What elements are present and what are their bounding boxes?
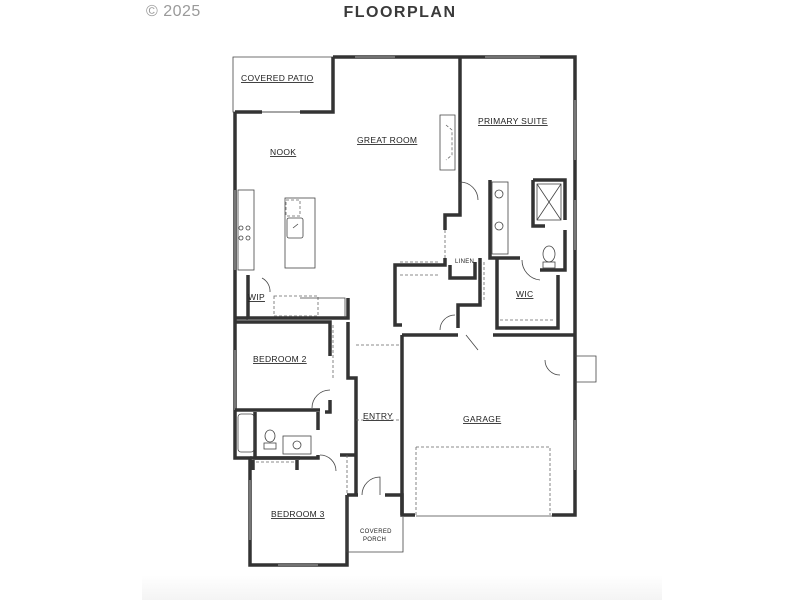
label-covered-patio: COVERED PATIO (241, 73, 314, 83)
label-great-room: GREAT ROOM (357, 135, 417, 145)
interior-walls (235, 57, 575, 515)
doors (261, 181, 597, 496)
label-wic: WIC (516, 289, 533, 299)
garage-door-outline (416, 446, 551, 515)
label-covered-porch-2: PORCH (363, 537, 386, 543)
primary-bath-fixtures (491, 181, 562, 269)
hall-bath-fixtures (237, 413, 312, 455)
label-linen: LINEN (455, 259, 474, 265)
copyright-text: © 2025 (146, 3, 201, 20)
page-title: FLOORPLAN (343, 4, 457, 21)
label-bedroom-3: BEDROOM 3 (271, 509, 325, 519)
kitchen-counter (237, 189, 346, 318)
bottom-fade (142, 575, 662, 600)
label-entry: ENTRY (363, 411, 393, 421)
closets (256, 261, 555, 463)
label-covered-porch-1: COVERED (360, 529, 392, 535)
covered-porch-outline (346, 495, 404, 553)
openings (346, 230, 446, 495)
fireplace (439, 114, 456, 171)
exterior-walls (232, 55, 577, 567)
kitchen-island (284, 197, 316, 269)
label-wip: WIP (248, 292, 265, 302)
label-garage: GARAGE (463, 414, 501, 424)
label-primary-suite: PRIMARY SUITE (478, 116, 548, 126)
label-nook: NOOK (270, 147, 296, 157)
label-bedroom-2: BEDROOM 2 (253, 354, 307, 364)
windows (234, 56, 576, 566)
